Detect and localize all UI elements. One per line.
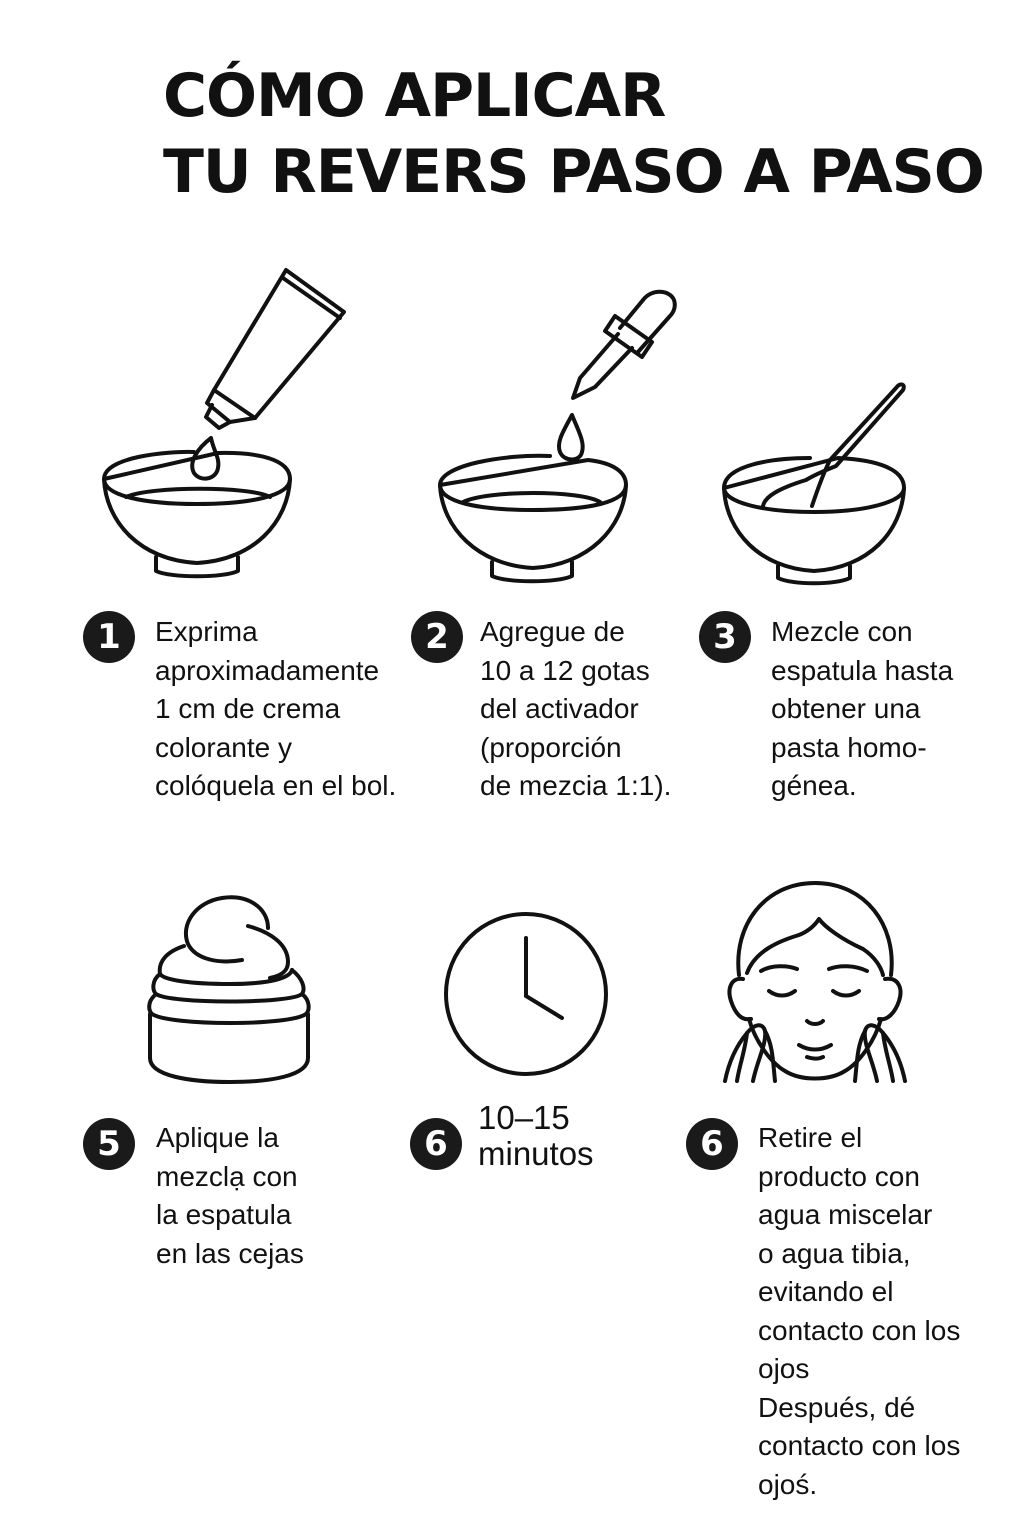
face-washing-icon bbox=[715, 875, 915, 1095]
step-3-line: espatula hasta bbox=[771, 654, 954, 686]
step-6b-line: ojoś. bbox=[758, 1468, 818, 1500]
step-6b-line: Después, dé bbox=[758, 1391, 916, 1423]
step-2-line: 10 a 12 gotas bbox=[480, 654, 650, 686]
step-3-line: Mezcle con bbox=[771, 616, 913, 647]
step-2-badge: 2 bbox=[411, 611, 463, 663]
step-2-line: de mezcia 1:1). bbox=[480, 770, 672, 801]
step-3-line: obtener una bbox=[771, 693, 921, 724]
step-6b-line: agua miscelar bbox=[758, 1199, 933, 1230]
wait-time-unit: minutos bbox=[478, 1135, 594, 1172]
step-6b-line: contacto con los bbox=[758, 1430, 961, 1461]
wait-time-text: 10–15 minutos bbox=[478, 1100, 594, 1172]
step-2-line: Agregue de bbox=[480, 616, 625, 647]
step-5-line: en las cejas bbox=[156, 1237, 304, 1269]
dropper-into-bowl-icon bbox=[430, 270, 700, 590]
step-2-line: del activador bbox=[480, 693, 639, 724]
bowl-with-spatula-icon bbox=[710, 370, 930, 590]
tube-squeezing-into-bowl-icon bbox=[90, 260, 360, 590]
step-1-badge: 1 bbox=[83, 611, 135, 663]
step-5-badge: 5 bbox=[83, 1118, 135, 1170]
step-6b-line: ojos bbox=[758, 1353, 810, 1384]
title-line-1: CÓMO APLICAR bbox=[163, 61, 666, 131]
clock-icon bbox=[430, 900, 630, 1080]
step-1-line: colóquela en el bol. bbox=[155, 770, 397, 801]
step-3-line: génea. bbox=[771, 770, 857, 801]
step-1-text: Exprima aproximadamente 1 cm de crema co… bbox=[155, 613, 396, 806]
step-3-line: pasta homo- bbox=[771, 731, 927, 763]
step-3-text: Mezcle con espatula hasta obtener una pa… bbox=[771, 613, 953, 806]
step-3-badge: 3 bbox=[699, 611, 751, 663]
step-1-line: Exprima bbox=[155, 616, 258, 647]
step-6b-line: Retire el bbox=[758, 1122, 863, 1153]
step-6b-line: evitando el bbox=[758, 1276, 894, 1307]
step-1-line: 1 cm de crema bbox=[155, 693, 341, 724]
step-2-line: (proporción bbox=[480, 731, 622, 763]
title-line-2: TU REVERS PASO A PASO bbox=[163, 137, 985, 207]
step-6b-text: Retire el producto con agua miscelar o a… bbox=[758, 1119, 960, 1504]
step-2-text: Agregue de 10 a 12 gotas del activador (… bbox=[480, 613, 671, 806]
step-1-line: colorante y bbox=[155, 731, 292, 763]
step-6b-line: producto con bbox=[758, 1160, 920, 1192]
page-title: CÓMO APLICAR TU REVERS PASO A PASO bbox=[163, 58, 985, 210]
cream-jar-icon bbox=[130, 880, 330, 1100]
step-1-line: aproximadamente bbox=[155, 654, 380, 686]
wait-time-range: 10–15 bbox=[478, 1099, 570, 1136]
step-5-line: la espatula bbox=[156, 1199, 292, 1230]
step-6-badge: 6 bbox=[410, 1118, 462, 1170]
step-5-text: Aplique la mezclạ con la espatula en las… bbox=[156, 1119, 304, 1273]
step-6b-line: contacto con los bbox=[758, 1314, 961, 1346]
step-5-line: Aplique la bbox=[156, 1122, 279, 1153]
step-6b-badge: 6 bbox=[686, 1118, 738, 1170]
step-6b-line: o agua tibia, bbox=[758, 1237, 911, 1269]
step-5-line: mezclạ con bbox=[156, 1160, 298, 1192]
